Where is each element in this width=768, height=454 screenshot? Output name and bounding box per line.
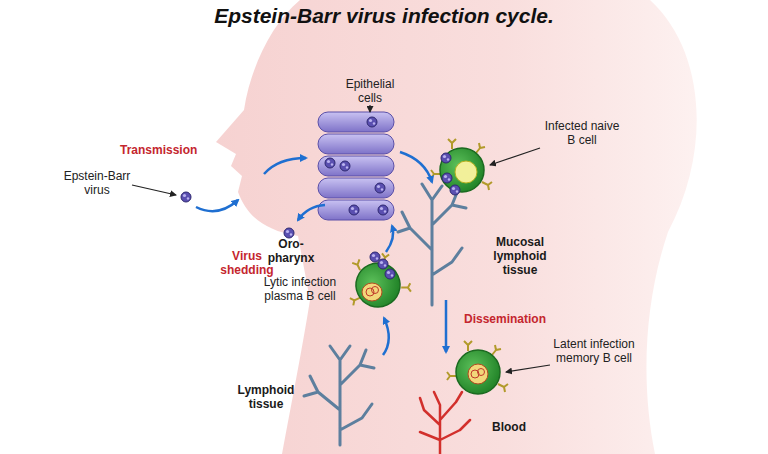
site-label: Blood bbox=[492, 421, 526, 435]
cell-label: Latent infection memory B cell bbox=[552, 338, 636, 366]
cell-label: Epithelial cells bbox=[338, 78, 402, 106]
diagram-title: Epstein-Barr virus infection cycle. bbox=[0, 4, 768, 28]
site-label: Oro-pharynx bbox=[266, 238, 316, 266]
stage-label: Dissemination bbox=[464, 313, 546, 327]
stage-label: Virus shedding bbox=[216, 250, 278, 278]
cell-label: Infected naive B cell bbox=[540, 120, 624, 148]
tissue-label: Lymphoid tissue bbox=[226, 384, 306, 412]
virus-label: Epstein-Barr virus bbox=[62, 170, 132, 198]
stage-label: Transmission bbox=[120, 144, 197, 158]
tissue-label: Mucosal lymphoid tissue bbox=[478, 236, 562, 277]
cell-label: Lytic infection plasma B cell bbox=[262, 276, 338, 304]
